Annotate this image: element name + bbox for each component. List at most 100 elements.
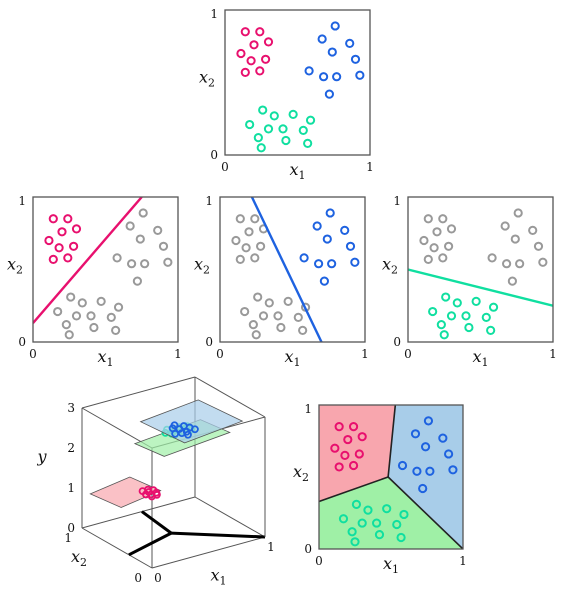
class1-point-5 — [419, 235, 429, 246]
class2-point-2 — [125, 221, 135, 231]
class2-point-8 — [425, 466, 435, 476]
class3-point-10 — [374, 530, 385, 540]
class1-point-4 — [244, 227, 254, 237]
x2-axis-label: x2 — [194, 255, 210, 277]
cube-edge-3 — [194, 496, 266, 538]
class2-point-2 — [312, 221, 322, 231]
class3-point-9 — [248, 320, 258, 330]
class3-point-3 — [471, 296, 481, 306]
floor-boundary-2 — [141, 510, 173, 535]
class1-point-5 — [44, 235, 54, 246]
floor-boundary-3 — [171, 531, 266, 539]
x1-3d-tick-1: 1 — [267, 540, 275, 554]
cube-edge-1 — [151, 536, 266, 569]
y3-tick-2: 2 — [67, 441, 75, 455]
region-boundary-1 — [319, 476, 389, 503]
class1-point-5 — [231, 235, 241, 246]
class3-point-8 — [392, 519, 402, 530]
class2-3d-point-10 — [184, 430, 192, 439]
class3-point-4 — [305, 115, 316, 125]
panel-regions-frame — [318, 404, 464, 550]
class1-point-8 — [250, 253, 260, 263]
cube-edge-7 — [194, 376, 266, 418]
panel-top-plot-area — [236, 21, 365, 153]
class2-point-1 — [423, 416, 434, 426]
class2-plane — [139, 399, 244, 444]
floor-boundary-1 — [128, 531, 172, 557]
class2-point-8 — [327, 259, 337, 269]
class1-point-6 — [54, 243, 64, 253]
class2-point-9 — [350, 257, 360, 267]
class2-point-8 — [332, 72, 342, 82]
class1-point-1 — [240, 27, 250, 37]
class2-point-3 — [345, 38, 355, 48]
y-tick-0: 0 — [18, 335, 26, 349]
class3-point-11 — [298, 325, 308, 335]
class3-point-8 — [106, 312, 116, 322]
class1-point-8 — [348, 460, 359, 471]
class3-point-10 — [464, 322, 474, 333]
class1-point-1 — [334, 422, 344, 432]
class1-point-7 — [444, 241, 454, 251]
y-tick-1: 1 — [205, 194, 213, 208]
x-tick-1: 1 — [174, 347, 182, 361]
class3-point-7 — [273, 311, 283, 321]
y-tick-0: 0 — [393, 335, 401, 349]
panel-top-frame — [224, 9, 371, 156]
panel-class3-plot-area — [408, 208, 553, 340]
class2-point-7 — [319, 72, 329, 82]
class2-point-3 — [438, 433, 448, 443]
x-tick-1: 1 — [459, 554, 467, 568]
class3-point-7 — [372, 518, 382, 528]
class1-point-9 — [334, 462, 344, 472]
class3-point-6 — [446, 311, 457, 321]
class1-point-8 — [255, 66, 265, 76]
panel-class1-plot-area — [33, 197, 173, 340]
class3-point-2 — [269, 111, 279, 121]
class1-point-8 — [63, 253, 73, 263]
x1-3d-tick-0: 0 — [154, 571, 162, 585]
class3-point-3 — [96, 296, 106, 306]
class3-point-2 — [452, 298, 462, 308]
class1-point-1 — [48, 214, 58, 224]
class1-point-3 — [357, 432, 367, 442]
class3-point-6 — [357, 518, 367, 528]
panel-regions-plot-area — [319, 405, 463, 549]
x-tick-0: 0 — [29, 347, 37, 361]
class2-point-8 — [140, 259, 150, 269]
x1-axis-label: x1 — [472, 347, 488, 369]
class3-point-5 — [338, 514, 349, 524]
class3-point-2 — [77, 298, 87, 308]
class2-point-6 — [299, 253, 309, 263]
class2-point-5 — [350, 54, 361, 64]
x2-3d-tick-1: 1 — [64, 531, 72, 545]
region-boundary-3 — [387, 476, 463, 549]
class3-point-8 — [293, 312, 303, 322]
class1-3d-point-9 — [147, 492, 156, 501]
class1-point-9 — [235, 254, 245, 264]
class2-point-9 — [538, 257, 548, 267]
class1-point-4 — [249, 40, 259, 50]
class3-point-4 — [399, 509, 409, 520]
class2-point-7 — [127, 259, 137, 269]
y-axis-label-3d: y — [36, 447, 47, 466]
class2-point-5 — [533, 241, 544, 251]
class3-point-7 — [86, 311, 96, 321]
class2-point-2 — [317, 34, 327, 44]
class3-point-11 — [486, 325, 496, 335]
class1-point-6 — [246, 56, 256, 66]
x-tick-0: 0 — [216, 347, 224, 361]
class2-point-4 — [510, 234, 520, 244]
y-tick-1: 1 — [304, 402, 312, 416]
class3-point-9 — [253, 133, 263, 143]
class3-point-5 — [240, 306, 250, 317]
x-tick-0: 0 — [404, 347, 412, 361]
class2-point-8 — [515, 259, 525, 269]
x2-axis-label: x2 — [7, 255, 23, 277]
class1-point-9 — [240, 67, 250, 77]
class3-point-1 — [253, 292, 263, 302]
class2-point-6 — [397, 460, 408, 471]
class1-point-3 — [71, 224, 82, 234]
class3-point-5 — [245, 119, 255, 130]
